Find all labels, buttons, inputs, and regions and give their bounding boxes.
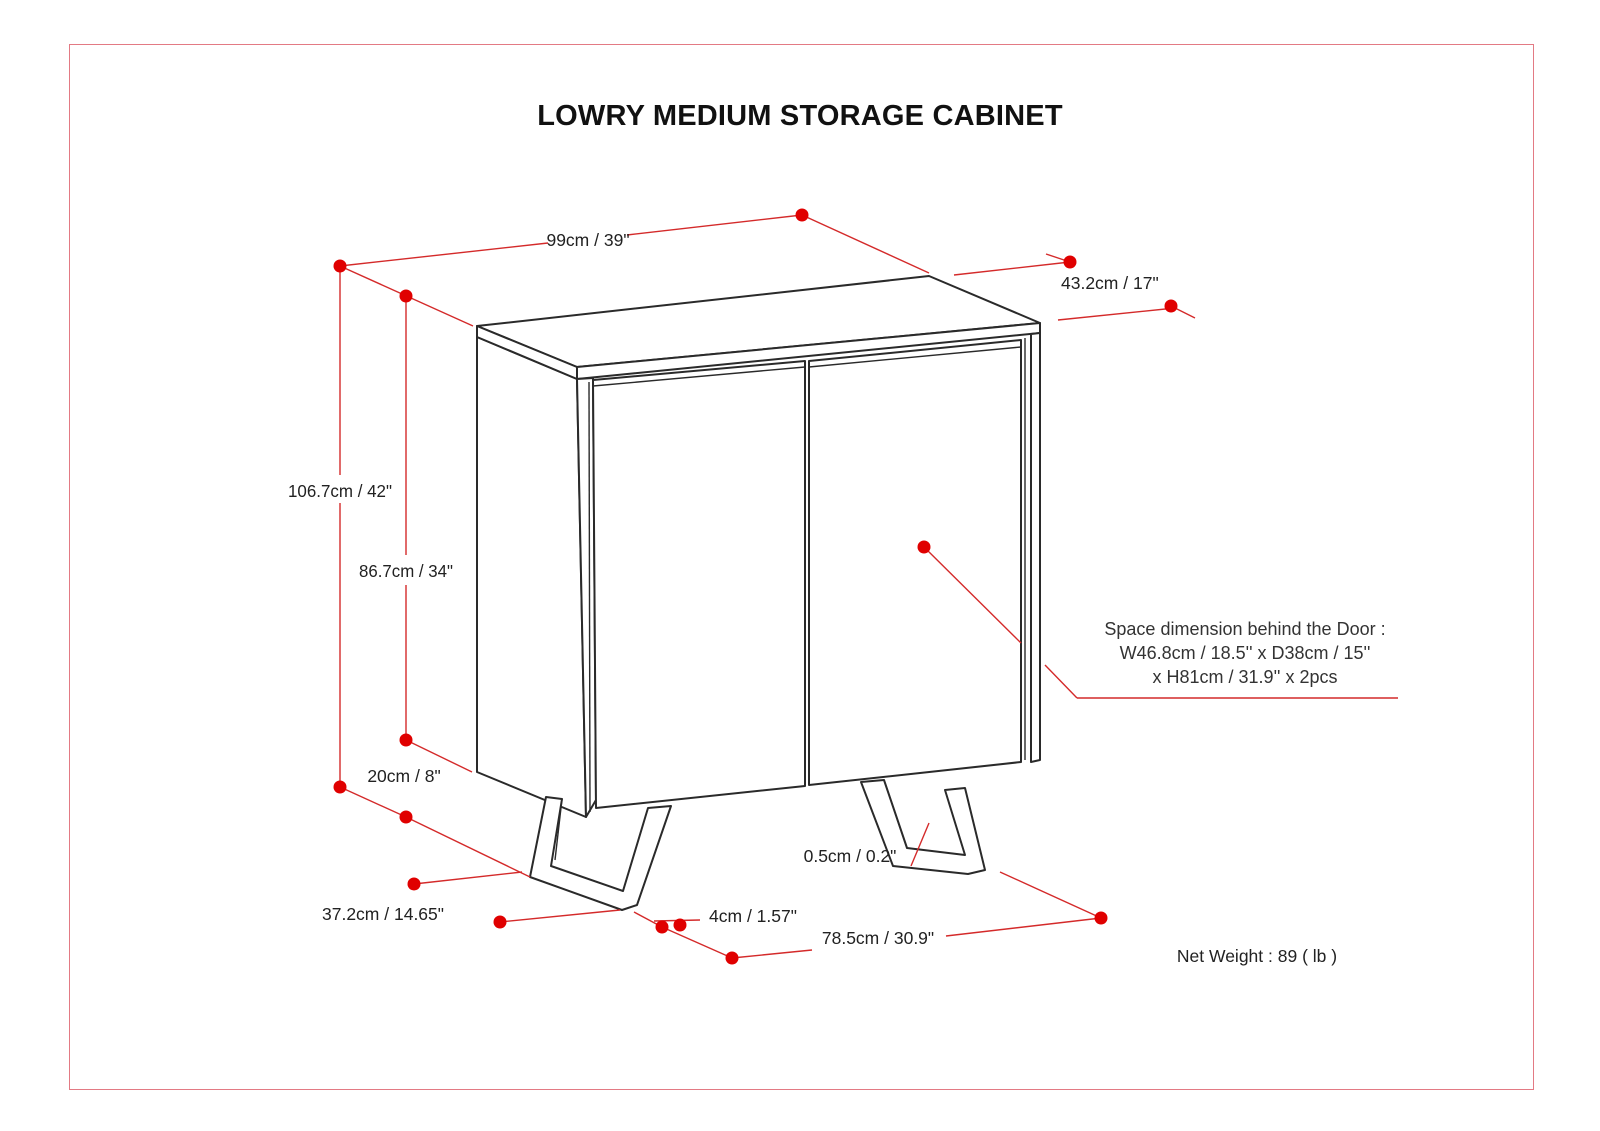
left-door-top-detail	[592, 366, 806, 387]
space-note-line3: x H81cm / 31.9'' x 2pcs	[1153, 667, 1338, 687]
leg-spacing-width-label: 78.5cm / 30.9"	[822, 928, 934, 948]
dimension-labels: 99cm / 39" 43.2cm / 17" 106.7cm / 42" 86…	[288, 230, 1159, 948]
right-door	[808, 339, 1022, 786]
dimension-dot	[399, 810, 413, 824]
diagram-title: LOWRY MEDIUM STORAGE CABINET	[537, 100, 1063, 132]
front-left-leg	[529, 796, 672, 911]
total-height-label: 106.7cm / 42"	[288, 481, 392, 501]
dimension-dot	[493, 915, 507, 929]
leg-thickness-label: 4cm / 1.57"	[709, 906, 797, 926]
dimension-dot	[917, 540, 931, 554]
dimension-dot	[795, 208, 809, 222]
gap-label: 0.5cm / 0.2"	[804, 846, 897, 866]
space-note-line1: Space dimension behind the Door :	[1104, 619, 1385, 639]
cabinet-right-edge	[1030, 332, 1041, 763]
dimension-dot	[1164, 299, 1178, 313]
dimension-dot	[1063, 255, 1077, 269]
dimension-dot	[399, 733, 413, 747]
space-note: Space dimension behind the Door : W46.8c…	[1104, 619, 1385, 687]
right-door-top-detail	[808, 346, 1022, 368]
body-height-label: 86.7cm / 34"	[359, 561, 453, 581]
left-door	[592, 360, 806, 809]
dimension-dot	[725, 951, 739, 965]
dimension-dot	[333, 259, 347, 273]
dimension-dots	[333, 208, 1178, 965]
space-note-line2: W46.8cm / 18.5'' x D38cm / 15''	[1120, 643, 1371, 663]
front-right-leg	[860, 779, 986, 875]
dimension-dot	[655, 920, 669, 934]
cabinet-side-panel	[476, 336, 587, 818]
dimension-dot	[673, 918, 687, 932]
leg-spacing-depth-label: 37.2cm / 14.65"	[322, 904, 444, 924]
width-label: 99cm / 39"	[546, 230, 629, 250]
net-weight-label: Net Weight : 89 ( lb )	[1177, 946, 1337, 966]
dimension-dot	[1094, 911, 1108, 925]
dimension-dot	[407, 877, 421, 891]
leg-height-label: 20cm / 8"	[367, 766, 440, 786]
page-border	[69, 44, 1534, 1090]
cabinet-drawing	[476, 275, 1041, 911]
depth-label: 43.2cm / 17"	[1061, 273, 1159, 293]
dimension-dot	[399, 289, 413, 303]
left-strip-detail	[588, 381, 591, 813]
dimension-dot	[333, 780, 347, 794]
